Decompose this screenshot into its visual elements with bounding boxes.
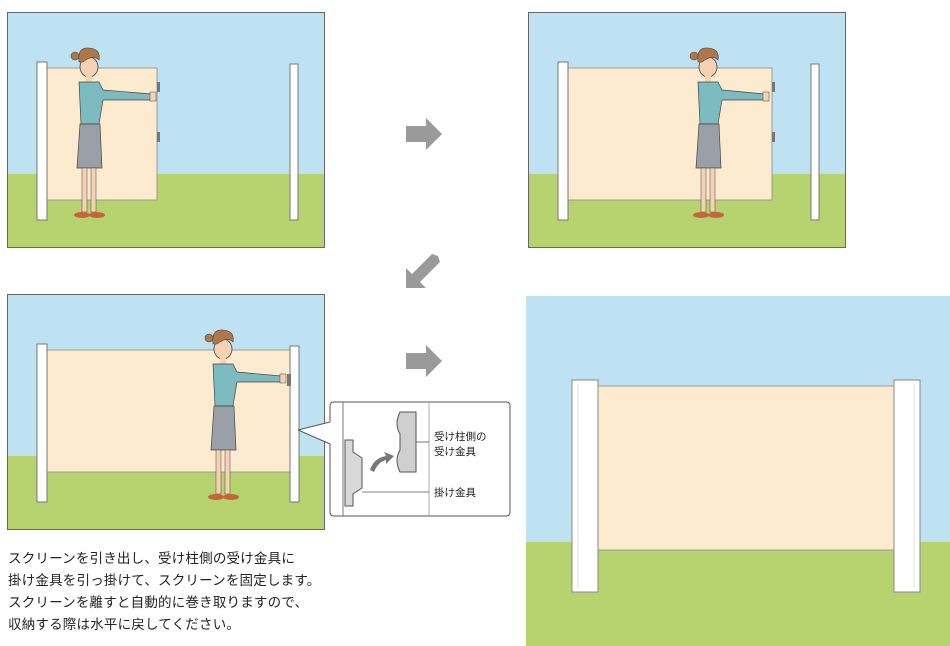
caption-line: スクリーンを引き出し、受け柱側の受け金具に [8,551,296,567]
arrow-right-icon [406,345,442,377]
caption-line: 収納する際は水平に戻してください。 [8,617,241,633]
screen-fabric [567,67,773,201]
woman-figure [204,329,287,500]
caption-line: 掛け金具を引っ掛けて、スクリーンを固定します。 [8,573,321,589]
step1-panel [7,12,325,248]
right-post [893,379,921,593]
instruction-caption: スクリーンを引き出し、受け柱側の受け金具に 掛け金具を引っ掛けて、スクリーンを固… [8,548,508,636]
hook-bracket-label: 掛け金具 [434,487,476,499]
receiver-bracket [396,411,417,473]
receiver-bracket-label-2: 受け金具 [434,446,476,458]
left-post [36,61,48,221]
arrow-right-icon [406,118,442,150]
screen-fabric [46,349,291,473]
step4-panel [526,296,950,646]
left-post [571,379,599,593]
arrow-down-left-icon [406,254,440,288]
caption-line: スクリーンを離すと自動的に巻き取りますので、 [8,595,309,611]
receiver-bracket-label-1: 受け柱側の [434,431,487,443]
hook-bracket [344,439,363,507]
step3-panel [7,294,325,530]
right-post [810,63,820,221]
step2-panel [528,12,846,248]
left-post [36,343,48,503]
right-post [289,63,299,221]
hook-detail-callout: 受け柱側の 受け金具 掛け金具 [296,400,512,518]
screen-fabric [597,385,895,551]
woman-figure [70,47,157,218]
woman-figure [689,47,770,218]
right-post [289,345,300,503]
left-post [557,61,569,221]
